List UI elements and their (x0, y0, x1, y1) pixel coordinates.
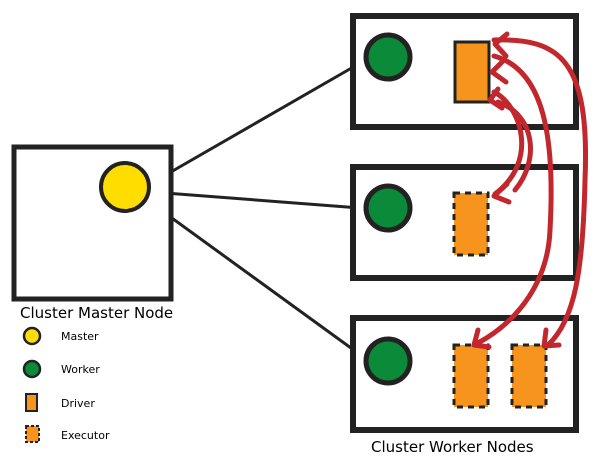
arrow-to-executor-3b (491, 37, 589, 348)
driver-executor-arrows (471, 31, 589, 350)
executor-rect (452, 191, 490, 257)
arrowhead (471, 327, 492, 350)
connection-line-worker-2 (151, 190, 361, 210)
worker-circle (363, 32, 413, 82)
legend-master-icon (22, 326, 42, 346)
legend-worker-icon (22, 359, 42, 379)
connection-line-worker-1 (149, 60, 363, 186)
arrowhead (492, 31, 510, 59)
legend-driver-icon (25, 393, 38, 412)
worker-circle (363, 183, 413, 233)
arrowhead (541, 327, 562, 349)
worker-node-3 (350, 315, 579, 433)
legend-master-label: Master (61, 330, 99, 343)
legend: Master Worker Driver Executor (22, 326, 110, 443)
legend-driver-label: Driver (61, 397, 95, 410)
legend-executor-icon (25, 425, 40, 443)
worker-node-2 (350, 164, 579, 281)
legend-executor-label: Executor (61, 429, 110, 442)
worker-node-1 (350, 13, 579, 130)
worker-circle (363, 336, 413, 386)
arrowhead (489, 57, 509, 85)
master-node-box (11, 144, 174, 302)
executor-rect (510, 343, 548, 409)
master-node-label: Cluster Master Node (20, 304, 173, 322)
connection-lines (146, 60, 363, 358)
driver-rect (453, 40, 491, 104)
arrowhead (491, 181, 512, 205)
arrow-to-executor-3a (475, 53, 554, 346)
connection-line-worker-3 (146, 198, 363, 358)
master-circle (99, 161, 151, 213)
arrowhead (487, 86, 505, 111)
executor-rect (452, 343, 490, 409)
arrow-back-to-driver-2 (495, 99, 533, 193)
legend-worker-label: Worker (61, 363, 100, 376)
worker-nodes-label: Cluster Worker Nodes (371, 438, 534, 456)
